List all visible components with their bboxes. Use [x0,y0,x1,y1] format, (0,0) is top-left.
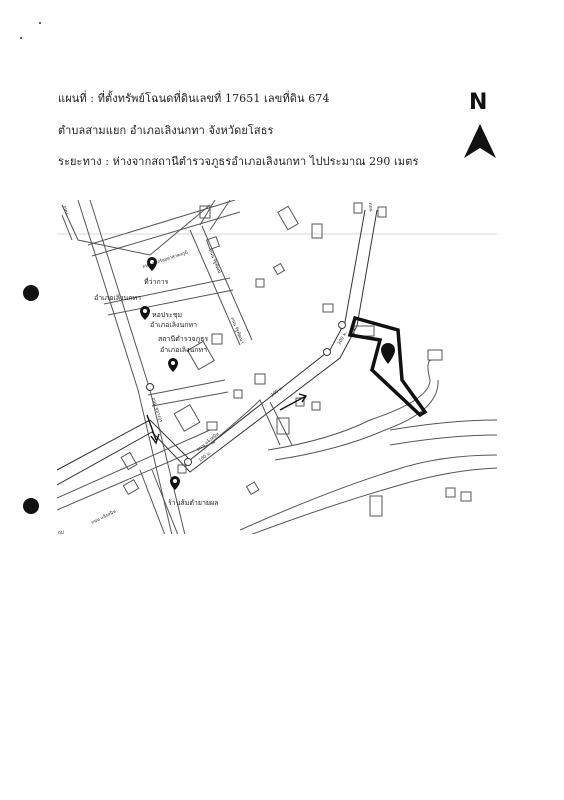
binder-hole-bottom [23,498,39,514]
north-arrow-icon [464,124,496,158]
road-main [57,209,378,486]
direction-arrow-icon [146,414,160,445]
binder-hole-top [23,285,39,301]
district-office-marker-icon [147,257,157,271]
label-police-2: อำเภอเลิงนกทา [160,346,207,354]
north-letter: N [469,90,488,115]
corner-mark: ถป [58,530,64,536]
location-line: ตำบลสามแยก อำเภอเลิงนกทา จังหวัดยโสธร [58,124,274,137]
label-hall-1: หอประชุม [152,311,182,319]
restaurant-marker-icon [170,476,180,490]
road-label-corner-top: ถนน [61,205,69,215]
label-district-office-2: อำเภอเลิงนกทา [94,294,141,302]
road-curve-lower [189,399,281,461]
distance-label-2: 200 ม. [270,385,285,399]
hall-marker-icon [140,306,150,320]
map-title: แผนที่ : ที่ตั้งทรัพย์โฉนดที่ดินเลขที่ 1… [58,92,330,105]
road-left-vertical [77,200,186,534]
property-boundary [347,315,428,418]
buildings [120,202,472,517]
police-marker-icon [168,358,178,372]
road-label-top-right: ถนน [367,203,373,212]
road-label-mid-1: ถนน รัฐพัฒน์ [207,248,223,274]
road-label-bottom: ถนน แจ้งสนิท [90,509,117,526]
distance-label-3: 200 ม. [336,330,348,346]
direction-arrow-icon-2 [279,393,308,411]
road-label-left-vertical: ถนน ชยางกูร [150,397,164,424]
road-mid-diagonal [189,225,253,346]
road-label-mid-2: ถนน รัฐพัฒนา [229,317,245,346]
road-top-horizontal [87,200,241,257]
label-police-1: สถานีตำรวจภูธร [158,335,208,343]
distance-line: ระยะทาง : ห่างจากสถานีตำรวจภูธรอำเภอเลิง… [58,155,419,168]
label-hall-2: อำเภอเลิงนกทา [150,321,197,329]
property-location-pin-icon [381,343,395,364]
label-restaurant: ร้านส้มตำยายผล [168,499,218,507]
label-district-office-1: ที่ว่าการ [144,277,169,286]
